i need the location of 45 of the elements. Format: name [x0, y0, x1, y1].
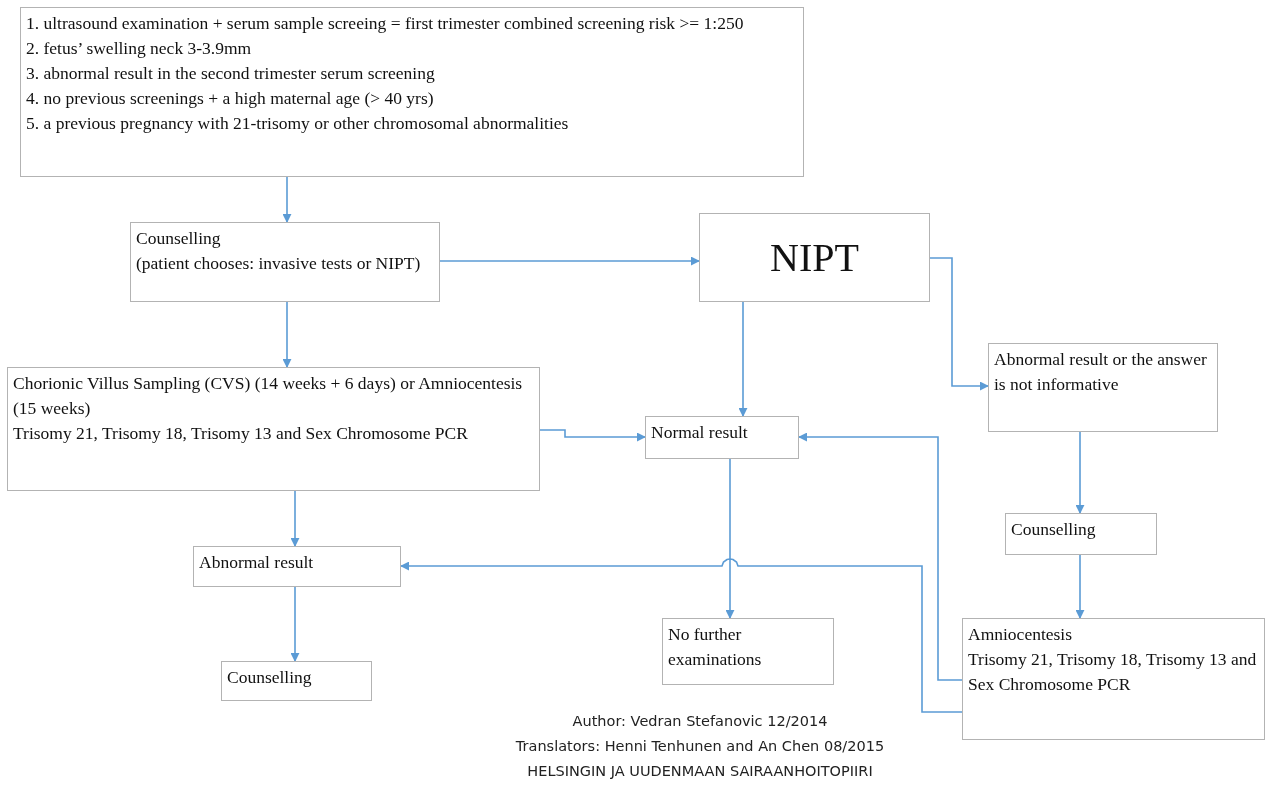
credit-note: Translators: Henni Tenhunen and An Chen 08/2015 [515, 738, 885, 754]
process-box [645, 416, 799, 459]
arrow [290, 586, 300, 662]
arrow [439, 256, 700, 266]
box-text: Counselling [1011, 518, 1097, 541]
box-text: 4. no previous screenings + a high maternal age (> 40 yrs) [26, 87, 435, 110]
process-box [20, 7, 804, 177]
arrow [290, 490, 300, 547]
box-text: Counselling [227, 666, 313, 689]
arrow [798, 432, 963, 681]
process-box [1005, 513, 1157, 555]
process-box [699, 213, 930, 302]
box-text: 1. ultrasound examination + serum sample screeing = first trimester combined screening risk >= 1:250 [26, 12, 745, 35]
arrow [539, 429, 646, 442]
credit-note: Author: Vedran Stefanovic 12/2014 [572, 713, 828, 729]
box-text: Counselling [136, 227, 222, 250]
box-text: Abnormal result [199, 551, 315, 574]
process-box [662, 618, 834, 685]
arrow [738, 301, 748, 417]
box-text: 3. abnormal result in the second trimester serum screening [26, 62, 436, 85]
process-box [130, 222, 440, 302]
arrow [282, 301, 292, 368]
process-box [7, 367, 540, 491]
box-text: No further examinations [668, 623, 763, 671]
arrow [725, 458, 735, 619]
process-box [221, 661, 372, 701]
box-text: 5. a previous pregnancy with 21-trisomy or other chromosomal abnormalities [26, 112, 570, 135]
box-text: (patient chooses: invasive tests or NIPT) [136, 252, 422, 275]
arrow [929, 257, 989, 391]
box-text: Amniocentesis [968, 623, 1073, 646]
box-text: Trisomy 21, Trisomy 18, Trisomy 13 and Sex Chromosome PCR [13, 422, 469, 445]
arrow [1075, 554, 1085, 619]
arrow [1075, 431, 1085, 514]
box-text: Normal result [651, 421, 749, 444]
arrow [400, 558, 963, 713]
arrow [282, 176, 292, 223]
box-text: Abnormal result or the answer is not informative [994, 348, 1208, 396]
box-text: Chorionic Villus Sampling (CVS) (14 weeks + 6 days) or Amniocentesis (15 weeks) [13, 372, 524, 420]
box-text: NIPT [770, 233, 859, 282]
process-box [193, 546, 401, 587]
credit-note: HELSINGIN JA UUDENMAAN SAIRAANHOITOPIIRI [527, 763, 873, 779]
process-box [962, 618, 1265, 740]
box-text: 2. fetus’ swelling neck 3-3.9mm [26, 37, 253, 60]
box-text: Trisomy 21, Trisomy 18, Trisomy 13 and Sex Chromosome PCR [968, 648, 1258, 696]
process-box [988, 343, 1218, 432]
